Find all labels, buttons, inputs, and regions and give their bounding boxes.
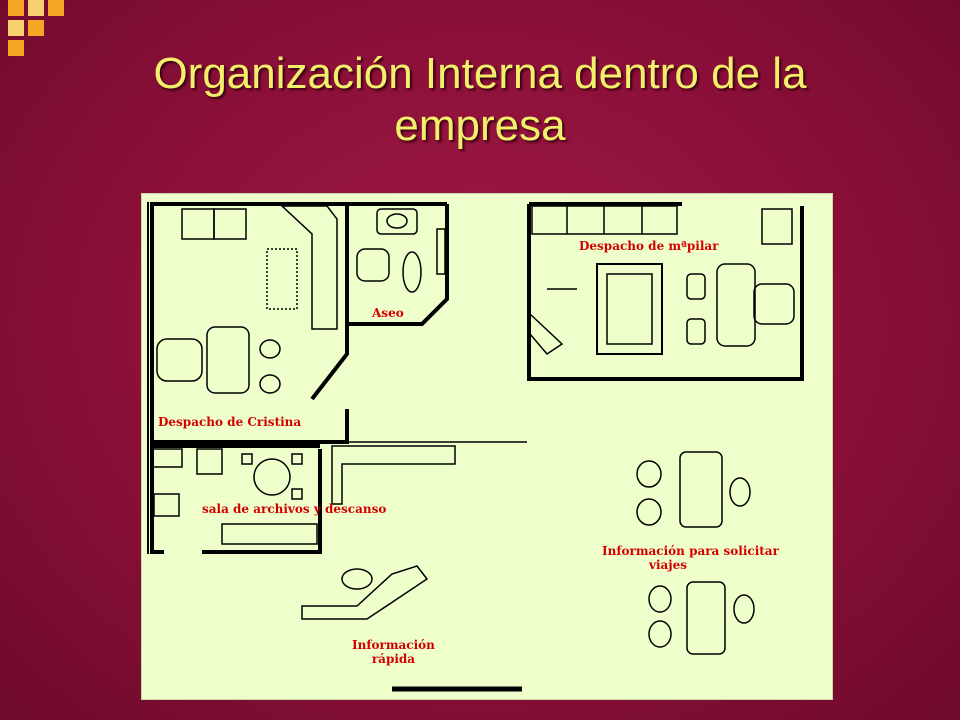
label-info-rapida-line2: rápida <box>371 652 416 666</box>
table-mapilar <box>596 263 663 355</box>
sofa <box>221 523 318 545</box>
chair-viajes <box>636 460 662 488</box>
floor-plan-drawing <box>147 202 804 692</box>
cabinet <box>181 208 215 240</box>
shelf-sala <box>153 493 180 517</box>
chair-viajes <box>648 585 672 613</box>
chair-viajes <box>648 620 672 648</box>
label-aseo: Aseo <box>372 306 404 320</box>
label-despacho-cristina: Despacho de Cristina <box>158 415 302 429</box>
chair-rapida <box>341 568 373 590</box>
chair-guest <box>259 339 281 359</box>
title-line-2: empresa <box>394 101 566 150</box>
cabinet-sala <box>151 448 183 468</box>
cabinet <box>213 208 247 240</box>
wall-mapilar <box>527 204 804 381</box>
title-line-1: Organización Interna dentro de la <box>153 49 807 98</box>
chair-viajes <box>733 594 755 624</box>
deco-square <box>28 20 44 36</box>
chair-mapilar <box>753 283 795 325</box>
label-sala-archivos: sala de archivos y descanso <box>202 502 387 516</box>
stool <box>291 488 303 500</box>
table-inner <box>606 273 653 345</box>
counter-corridor <box>331 445 456 505</box>
round-table <box>253 458 291 496</box>
bath <box>436 228 446 275</box>
rug <box>266 248 298 310</box>
computer <box>761 208 793 245</box>
desk-viajes <box>679 451 723 528</box>
shower <box>402 251 422 293</box>
desk-viajes-2 <box>686 581 726 655</box>
chair-guest <box>259 374 281 394</box>
desk-mapilar <box>716 263 756 347</box>
sink <box>376 208 418 235</box>
wall-cristina <box>150 202 349 444</box>
slide-title: Organización Interna dentro de la empres… <box>40 48 920 152</box>
stool <box>241 453 253 465</box>
door-mapilar <box>529 312 564 355</box>
label-info-viajes-line1: Información para solicitar <box>602 544 779 558</box>
stool <box>291 453 303 465</box>
toilet <box>356 248 390 282</box>
label-info-viajes-line2: viajes <box>649 558 688 572</box>
label-info-viajes: Información para solicitar viajes <box>602 544 779 572</box>
deco-square <box>8 40 24 56</box>
wall-aseo <box>349 204 449 326</box>
shelf-diagonal <box>280 205 338 330</box>
label-info-rapida: Información rápida <box>352 638 435 666</box>
corner-decoration <box>8 0 78 60</box>
chair-small <box>686 273 706 300</box>
deco-square <box>8 0 24 16</box>
chair-cristina <box>156 338 203 382</box>
wall-partition <box>310 204 349 401</box>
wall-sala <box>150 442 164 554</box>
deco-square <box>8 20 24 36</box>
wall-sala-right <box>202 449 322 554</box>
desk-cristina <box>206 326 250 394</box>
label-info-rapida-line1: Información <box>352 638 435 652</box>
chair-viajes <box>636 498 662 526</box>
chair-small <box>686 318 706 345</box>
deco-square <box>48 0 64 16</box>
counter-rapida <box>301 565 429 620</box>
label-despacho-mapilar: Despacho de mªpilar <box>579 239 719 253</box>
sink-bowl <box>386 213 408 229</box>
cabinet-sala <box>196 448 223 475</box>
floor-plan: Despacho de Cristina Aseo Despacho de mª… <box>141 193 833 700</box>
chair-viajes <box>729 477 751 507</box>
deco-square <box>28 0 44 16</box>
